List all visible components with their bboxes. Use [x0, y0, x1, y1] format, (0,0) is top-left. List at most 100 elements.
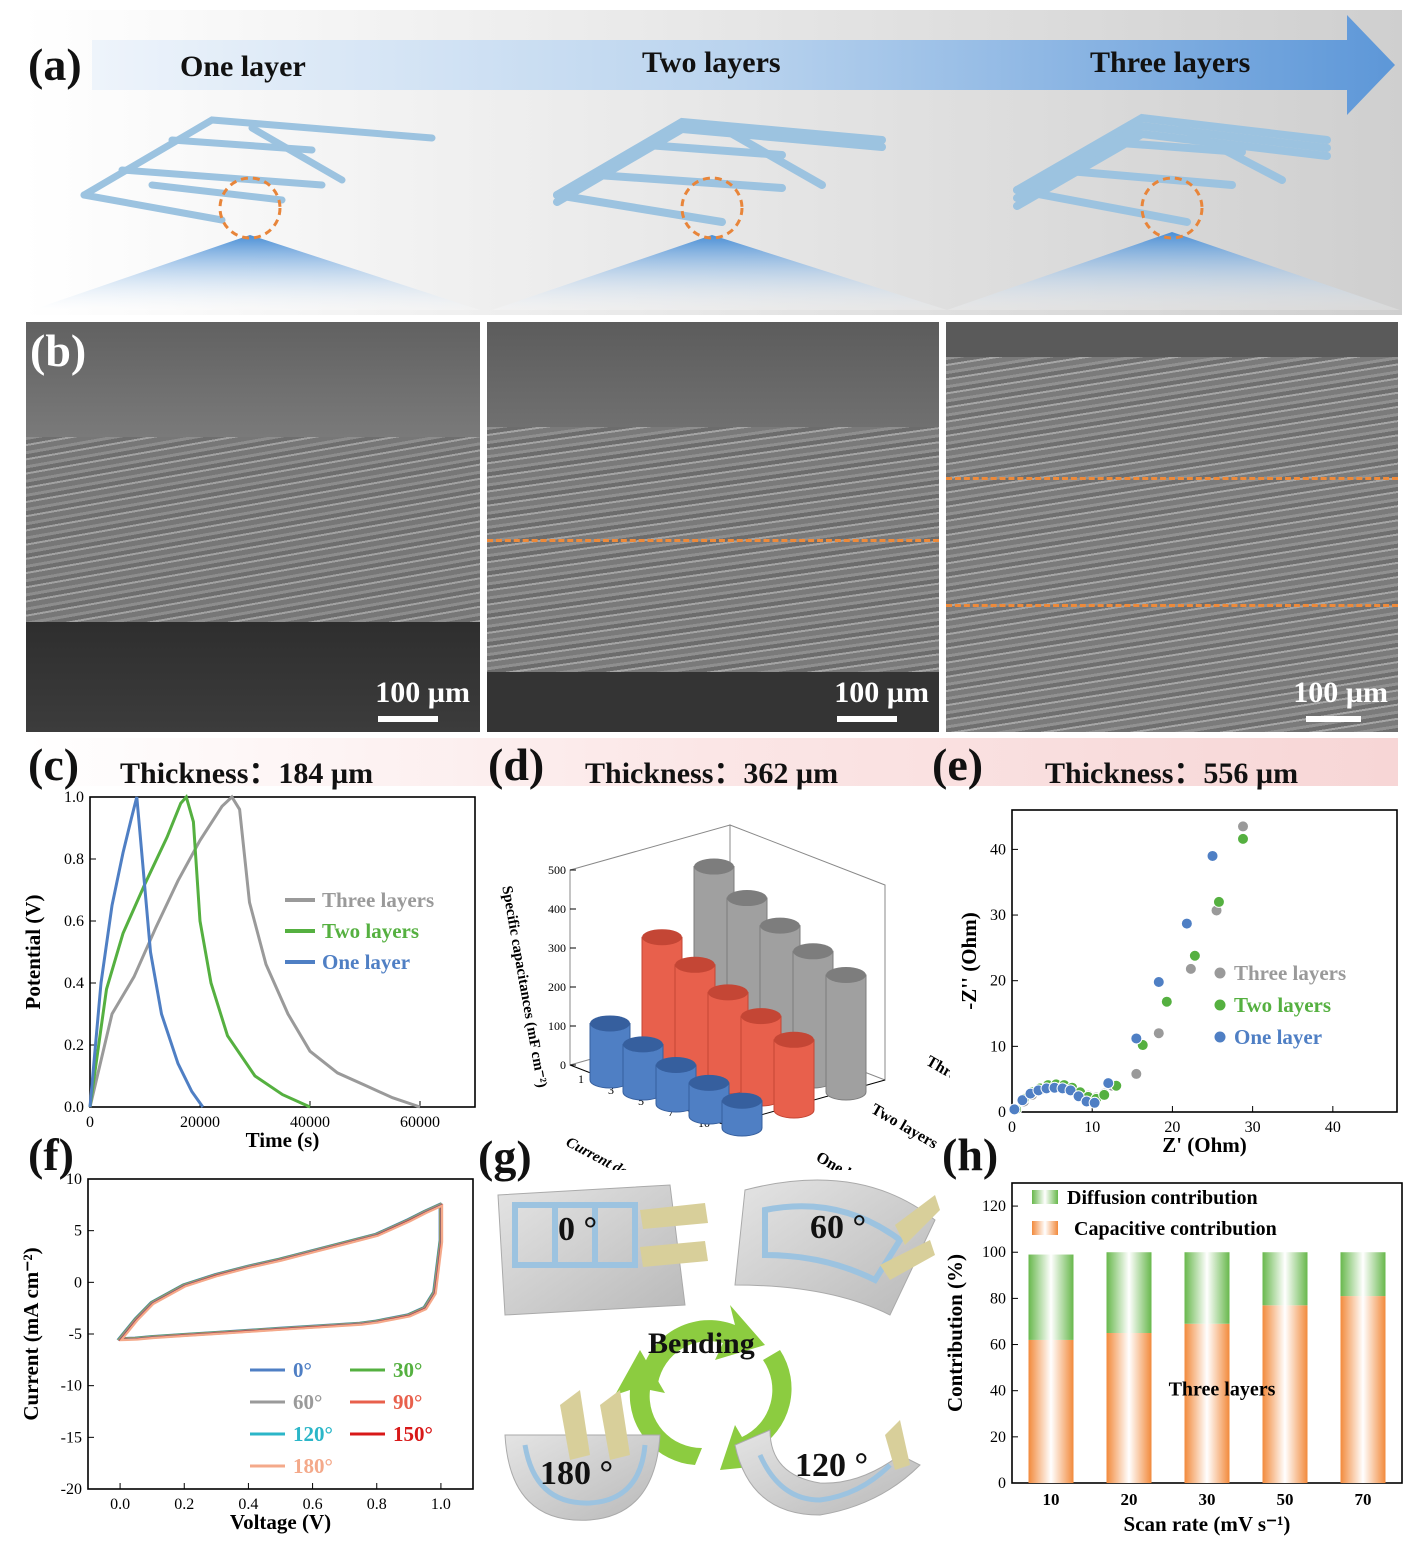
legend-label: 30° — [393, 1358, 422, 1382]
legend-label: 0° — [293, 1358, 312, 1382]
x-axis-label: Z' (Ohm) — [1162, 1133, 1247, 1157]
y-tick-label: -10 — [61, 1378, 82, 1395]
legend-label: Capacitive contribution — [1074, 1218, 1277, 1240]
bar-cap — [727, 890, 767, 907]
bar-cap — [741, 1008, 781, 1025]
legend-label: Three layers — [322, 888, 434, 912]
data-point — [1130, 1032, 1143, 1045]
thickness-one-layer: Thickness：184 µm — [120, 757, 374, 790]
y-tick-label: 40 — [990, 1383, 1006, 1400]
x-tick-label: 30 — [1199, 1490, 1216, 1509]
panel-label-d: (d) — [488, 739, 545, 790]
data-point — [1184, 962, 1197, 975]
legend-label: Three layers — [1234, 961, 1346, 985]
legend-label: Diffusion contribution — [1067, 1187, 1258, 1209]
y-axis-label: Specific capacitances (mF cm⁻²) — [498, 885, 549, 1089]
legend-label: 60° — [293, 1390, 322, 1414]
y-tick-label: 0 — [998, 1475, 1006, 1492]
angle-label-60: 60 ° — [810, 1209, 867, 1246]
series-line-two-layers — [88, 793, 311, 1109]
x-tick-label: 0 — [1008, 1119, 1016, 1136]
scale-bar-label-2: 100 µm — [834, 676, 929, 709]
data-point — [1016, 1094, 1029, 1107]
x-tick-label: 60000 — [400, 1114, 440, 1131]
x-tick-label: 20000 — [180, 1114, 220, 1131]
data-point — [1088, 1096, 1101, 1109]
series-line-one-layer — [88, 796, 205, 1108]
x-tick-label: 10 — [1043, 1490, 1060, 1509]
y-tick-label: 300 — [548, 941, 566, 955]
x-tick-label: 20 — [1164, 1119, 1180, 1136]
x-tick-label: 0.8 — [367, 1496, 387, 1513]
cv-curve-6 — [118, 1203, 444, 1342]
legend-label: 180° — [293, 1454, 333, 1478]
data-point — [1130, 1067, 1143, 1080]
panel-label-f: (f) — [28, 1129, 74, 1180]
y-tick-label: 120 — [982, 1198, 1006, 1215]
y-tick-label: 0.2 — [64, 1037, 84, 1054]
x-tick-label: 0.6 — [303, 1496, 323, 1513]
sem-image-three-layers: 100 µm — [946, 322, 1398, 732]
y-tick-label: 0.8 — [64, 851, 84, 868]
plot-frame — [89, 796, 476, 1108]
chart-annotation: Three layers — [1169, 1379, 1276, 1401]
device-0-degree — [497, 1184, 708, 1316]
bar-capacitive — [1340, 1296, 1386, 1483]
y-tick-label: -15 — [61, 1429, 82, 1446]
bar-diffusion — [1106, 1252, 1152, 1333]
bending-label: Bending — [648, 1327, 755, 1360]
y-tick-label: 60 — [990, 1337, 1006, 1354]
bar-cap — [642, 929, 682, 946]
x-tick-label: 1.0 — [431, 1496, 451, 1513]
y-tick-label: 500 — [548, 863, 566, 877]
scale-bar-2 — [837, 716, 897, 722]
y-tick-label: 0 — [74, 1274, 82, 1291]
bar-cap — [689, 1074, 729, 1091]
device-60-degree — [734, 1179, 940, 1316]
bar-cap — [675, 956, 715, 973]
thickness-two-layers: Thickness：362 µm — [585, 757, 839, 790]
x-tick-label: 10 — [1084, 1119, 1100, 1136]
data-point — [1180, 917, 1193, 930]
y-tick-label: 0 — [560, 1058, 566, 1072]
bar-cap — [774, 1031, 814, 1048]
bar-cap — [722, 1092, 762, 1109]
category-label-two-layers: Two layers — [868, 1101, 941, 1153]
data-point — [1237, 832, 1249, 845]
electrode-one-layer — [80, 116, 436, 224]
x-tick-label: 50 — [1277, 1490, 1294, 1509]
panel-label-c: (c) — [28, 739, 80, 790]
stage-two-layers: Two layers — [642, 46, 781, 79]
device-180-degree — [504, 1390, 661, 1521]
bar-cap — [826, 967, 866, 983]
y-axis-label: Potential (V) — [21, 895, 45, 1010]
bar-diffusion — [1184, 1252, 1230, 1324]
x-tick-label: 5 — [638, 1094, 644, 1108]
layer-boundary-line — [487, 539, 939, 542]
legend-label: One layer — [1234, 1025, 1322, 1049]
legend-swatch-diffusion — [1032, 1190, 1058, 1204]
data-point — [1206, 849, 1219, 862]
panel-label-b: (b) — [30, 325, 87, 376]
legend-marker — [1214, 999, 1226, 1011]
stage-three-layers: Three layers — [1090, 46, 1251, 79]
x-tick-label: 0 — [86, 1114, 94, 1131]
panel-a-illustration — [22, 10, 1402, 315]
x-tick-label: 0.4 — [238, 1496, 258, 1513]
y-tick-label: 20 — [990, 973, 1006, 990]
legend-label: 90° — [393, 1390, 422, 1414]
y-axis-label: Current (mA cm⁻²) — [19, 1247, 43, 1420]
bending-illustration — [497, 1179, 940, 1521]
y-tick-label: 200 — [548, 980, 566, 994]
legend-label: 150° — [393, 1422, 433, 1446]
y-tick-label: 40 — [990, 841, 1006, 858]
y-tick-label: -5 — [69, 1326, 82, 1343]
plot-frame — [1011, 809, 1398, 1113]
thickness-row — [26, 738, 1398, 786]
panel-a: (a) One layer Two layers Three layers — [22, 10, 1402, 315]
y-tick-label: 10 — [990, 1038, 1006, 1055]
scale-bar-label-1: 100 µm — [375, 676, 470, 709]
data-point — [1008, 1103, 1021, 1116]
